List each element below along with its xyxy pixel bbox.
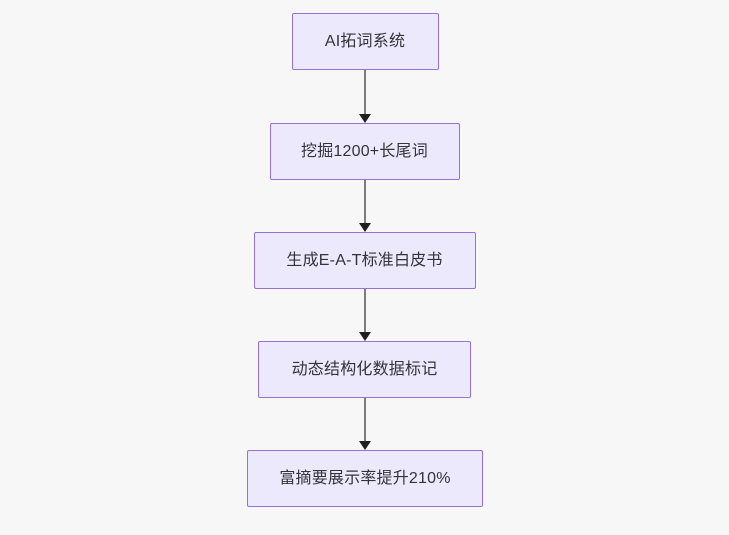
flow-node-label: AI拓词系统 [324,32,406,50]
flow-arrow-n3-to-n4 [358,289,372,341]
arrow-line [364,180,366,224]
arrow-line [364,70,366,115]
flow-arrow-n4-to-n5 [358,398,372,450]
flow-node-generate-eat-whitepaper[interactable]: 生成E-A-T标准白皮书 [253,232,476,289]
arrow-line [364,289,366,333]
flow-node-dynamic-structured-data-markup[interactable]: 动态结构化数据标记 [258,341,471,398]
flow-node-label: 挖掘1200+长尾词 [301,142,428,160]
flow-node-ai-keyword-system[interactable]: AI拓词系统 [291,13,439,70]
flow-arrow-n2-to-n3 [358,180,372,232]
flow-node-label: 生成E-A-T标准白皮书 [286,251,443,269]
flow-node-label: 富摘要展示率提升210% [279,469,451,487]
flow-node-mine-longtail-keywords[interactable]: 挖掘1200+长尾词 [269,123,460,180]
arrow-head-down-icon [359,441,371,450]
flow-node-rich-snippet-impression-lift[interactable]: 富摘要展示率提升210% [247,450,483,507]
flow-node-label: 动态结构化数据标记 [291,360,438,378]
flow-arrow-n1-to-n2 [358,70,372,123]
arrow-head-down-icon [359,332,371,341]
arrow-head-down-icon [359,114,371,123]
arrow-line [364,398,366,442]
arrow-head-down-icon [359,223,371,232]
